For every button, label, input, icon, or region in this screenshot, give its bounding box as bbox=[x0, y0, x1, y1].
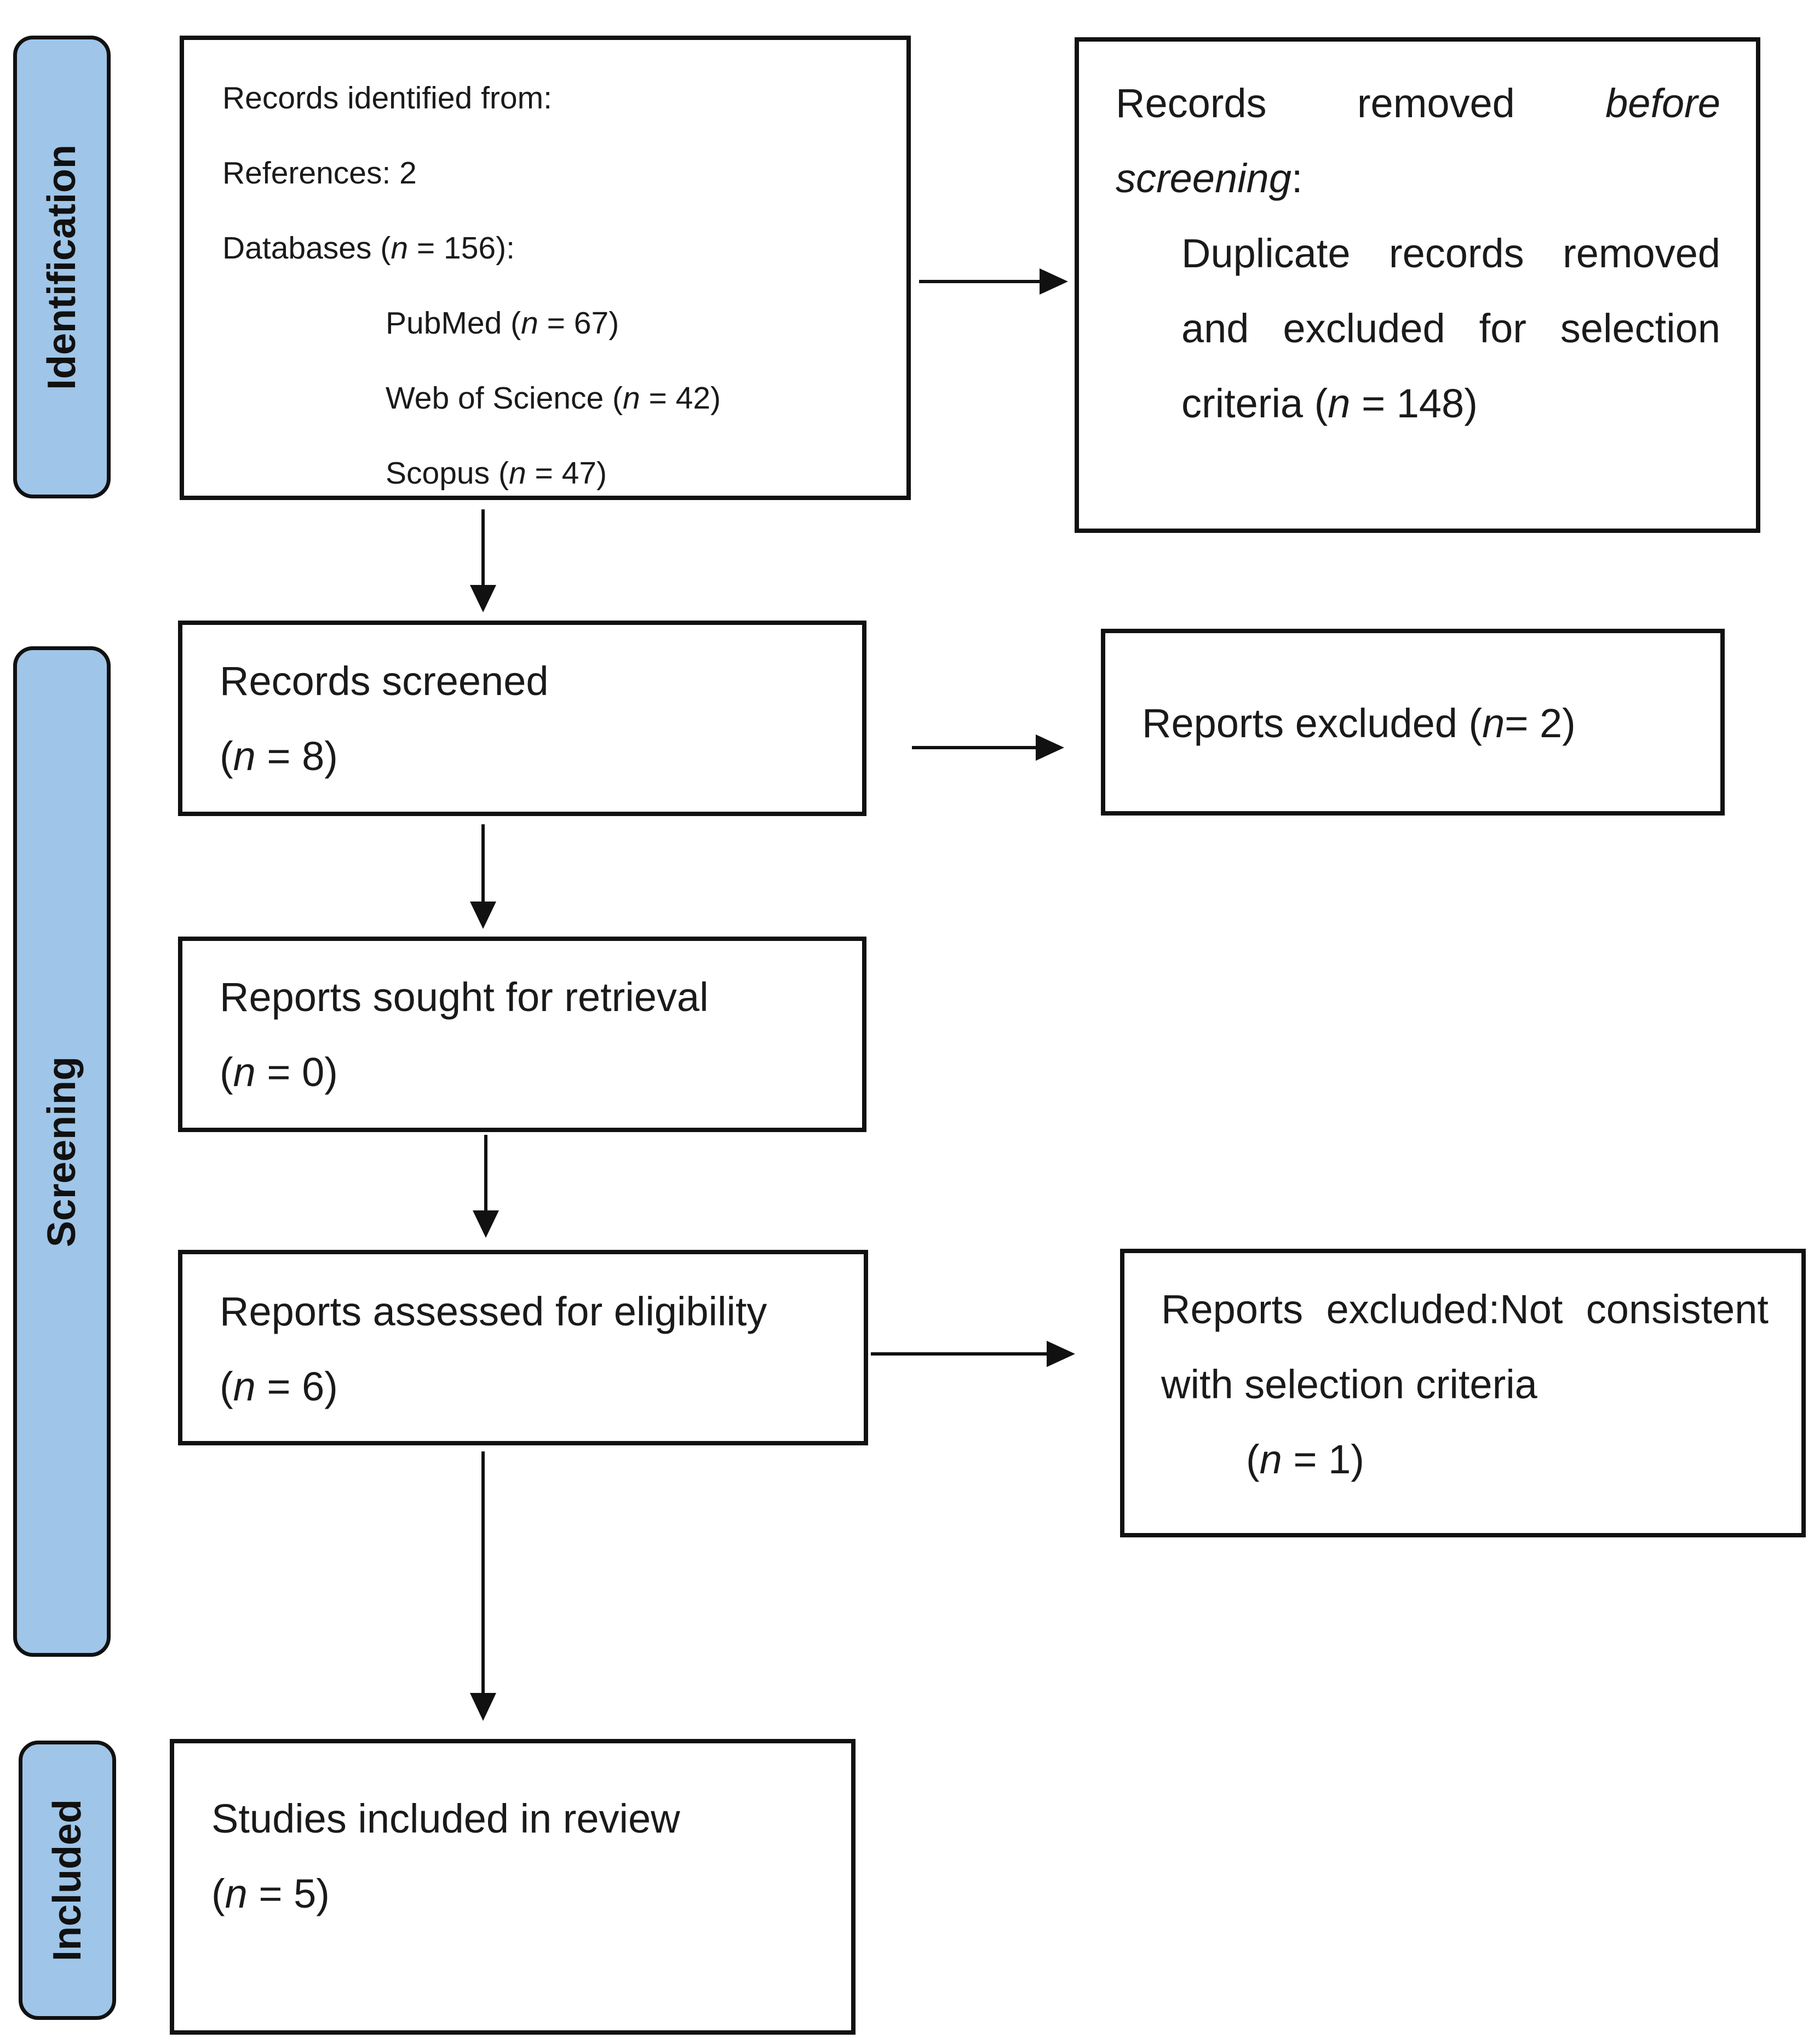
sought-label: Reports sought for retrieval bbox=[220, 974, 709, 1020]
arrow-identified-to-removed bbox=[919, 268, 1068, 295]
stage-included: Included bbox=[19, 1741, 116, 2020]
studies-included-box: Studies included in review (n = 5) bbox=[170, 1739, 856, 2035]
records-screened-box: Records screened (n = 8) bbox=[178, 621, 866, 816]
excluded2-line-2: with selection criteria bbox=[1161, 1362, 1537, 1407]
identified-web-of-science: Web of Science (n = 42) bbox=[386, 381, 721, 416]
arrow-assessed-to-included bbox=[470, 1451, 496, 1721]
arrow-sought-to-assessed bbox=[473, 1135, 499, 1238]
identified-references: References: 2 bbox=[222, 156, 417, 191]
screened-count: (n = 8) bbox=[220, 733, 338, 779]
arrow-identified-to-screened bbox=[470, 509, 496, 612]
removed-line-2: screening: bbox=[1116, 156, 1303, 201]
stage-screening: Screening bbox=[13, 646, 111, 1657]
stage-identification: Identification bbox=[13, 36, 111, 498]
records-identified-box: Records identified from: References: 2 D… bbox=[180, 36, 911, 500]
arrow-assessed-to-excluded bbox=[871, 1341, 1075, 1367]
identified-title: Records identified from: bbox=[222, 81, 552, 116]
assessed-count: (n = 6) bbox=[220, 1364, 338, 1409]
included-count: (n = 5) bbox=[211, 1871, 330, 1916]
reports-assessed-box: Reports assessed for eligibility (n = 6) bbox=[178, 1250, 868, 1445]
identified-pubmed: PubMed (n = 67) bbox=[386, 306, 619, 341]
arrow-screened-to-excluded bbox=[912, 734, 1064, 761]
sought-count: (n = 0) bbox=[220, 1049, 338, 1095]
excluded1-label: Reports excluded (n= 2) bbox=[1142, 701, 1576, 746]
removed-line-5: criteria (n = 148) bbox=[1181, 381, 1478, 426]
identified-databases: Databases (n = 156): bbox=[222, 231, 515, 266]
identified-scopus: Scopus (n = 47) bbox=[386, 456, 607, 491]
arrow-screened-to-sought bbox=[470, 824, 496, 929]
included-label: Studies included in review bbox=[211, 1796, 680, 1841]
reports-excluded-box-1: Reports excluded (n= 2) bbox=[1101, 629, 1725, 816]
screened-label: Records screened bbox=[220, 658, 549, 704]
assessed-label: Reports assessed for eligibility bbox=[220, 1289, 767, 1334]
reports-sought-box: Reports sought for retrieval (n = 0) bbox=[178, 937, 866, 1132]
excluded2-count: (n = 1) bbox=[1246, 1437, 1364, 1482]
